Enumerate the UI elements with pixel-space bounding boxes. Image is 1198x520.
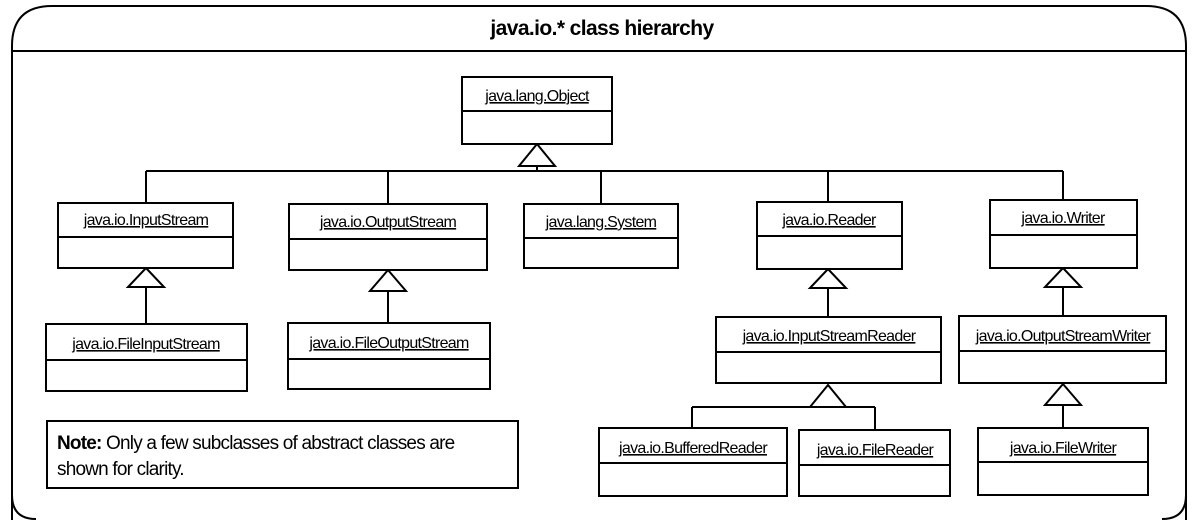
class-name-outputstreamwriter: java.io.OutputStreamWriter [975, 328, 1152, 345]
class-box-filereader: java.io.FileReader [798, 429, 951, 497]
diagram-frame [11, 5, 1187, 520]
note-label: Note: [57, 433, 102, 454]
class-box-fileinputstream: java.io.FileInputStream [45, 323, 248, 392]
inheritance-arrow-reader [807, 267, 849, 289]
class-name-filereader: java.io.FileReader [816, 442, 935, 459]
diagram-title: java.io.* class hierarchy [489, 17, 714, 40]
class-box-reader: java.io.Reader [756, 201, 903, 270]
class-name-inputstreamreader: java.io.InputStreamReader [742, 328, 917, 345]
class-name-bufferedreader: java.io.BufferedReader [618, 440, 768, 457]
inheritance-arrow-inputstreamreader [807, 383, 849, 408]
inheritance-arrow-outputstreamwriter [1042, 382, 1084, 406]
class-name-inputstream: java.io.InputStream [83, 212, 209, 229]
class-name-fileinputstream: java.io.FileInputStream [71, 336, 220, 353]
inheritance-arrow-outputstream [367, 268, 409, 292]
class-box-system: java.lang.System [523, 203, 679, 269]
frame-bottom-right-corner [1161, 494, 1187, 520]
note-box: Note: Only a few subclasses of abstract … [46, 420, 519, 489]
class-box-fileoutputstream: java.io.FileOutputStream [287, 322, 491, 390]
inheritance-arrow-inputstream [125, 266, 167, 288]
frame-bottom-left-corner [11, 494, 37, 520]
class-name-system: java.lang.System [545, 214, 657, 231]
class-box-bufferedreader: java.io.BufferedReader [598, 427, 788, 497]
class-box-object: java.lang.Object [461, 76, 613, 145]
note-text: Only a few subclasses of abstract classe… [57, 433, 455, 480]
class-box-inputstreamreader: java.io.InputStreamReader [715, 316, 942, 384]
inheritance-arrow-object [516, 142, 558, 167]
class-box-outputstreamwriter: java.io.OutputStreamWriter [958, 315, 1167, 384]
class-name-outputstream: java.io.OutputStream [319, 214, 457, 231]
class-box-outputstream: java.io.OutputStream [288, 203, 488, 271]
class-box-inputstream: java.io.InputStream [57, 202, 234, 269]
inheritance-arrow-writer [1042, 266, 1084, 288]
class-name-filewriter: java.io.FileWriter [1009, 440, 1118, 457]
class-box-writer: java.io.Writer [989, 199, 1138, 269]
class-name-object: java.lang.Object [484, 88, 590, 105]
class-box-filewriter: java.io.FileWriter [977, 427, 1149, 496]
class-name-reader: java.io.Reader [781, 212, 877, 229]
class-name-fileoutputstream: java.io.FileOutputStream [308, 335, 469, 352]
class-name-writer: java.io.Writer [1020, 210, 1106, 227]
